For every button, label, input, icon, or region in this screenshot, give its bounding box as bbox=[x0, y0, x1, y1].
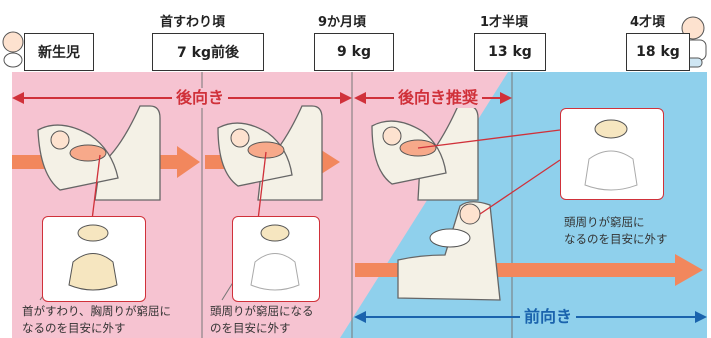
weight-18kg-box: 18 kg bbox=[626, 33, 690, 71]
newborn-figure bbox=[2, 31, 24, 68]
head-insert-icon bbox=[584, 119, 638, 191]
note-right-line2: なるのを目安に外す bbox=[564, 232, 668, 246]
stage-label-nine-months: 9か月頃 bbox=[318, 15, 367, 30]
weight-13kg-box: 13 kg bbox=[474, 33, 546, 71]
stage-label-four: 4才頃 bbox=[630, 15, 666, 30]
weight-9kg-box: 9 kg bbox=[314, 33, 394, 71]
forward-facing-label: 前向き bbox=[520, 307, 577, 327]
head-insert-icon bbox=[68, 224, 118, 291]
note-middle-line2: のを目安に外す bbox=[210, 321, 291, 335]
note-middle-line1: 頭周りが窮屈になる bbox=[210, 304, 314, 318]
weight-7kg-box: 7 kg前後 bbox=[152, 33, 264, 71]
baby-figures bbox=[50, 126, 481, 248]
note-right-line1: 頭周りが窮屈に bbox=[564, 215, 645, 229]
head-insert-icon bbox=[250, 224, 300, 291]
callout-pointers bbox=[91, 129, 561, 221]
rear-recommended-label: 後向き推奨 bbox=[394, 88, 483, 108]
insert-callout-right bbox=[560, 108, 664, 200]
note-left-line2: なるのを目安に外す bbox=[22, 321, 126, 335]
insert-callout-middle bbox=[232, 216, 320, 302]
seat-illustrations bbox=[37, 105, 501, 301]
stage-label-neck: 首すわり頃 bbox=[160, 15, 226, 30]
rear-facing-label: 後向き bbox=[172, 88, 229, 108]
stage-newborn-box: 新生児 bbox=[24, 33, 94, 71]
insert-callout-left bbox=[42, 216, 146, 302]
stage-label-one-half: 1才半頃 bbox=[480, 15, 529, 30]
note-left-line1: 首がすわり、胸周りが窮屈に bbox=[22, 304, 172, 318]
